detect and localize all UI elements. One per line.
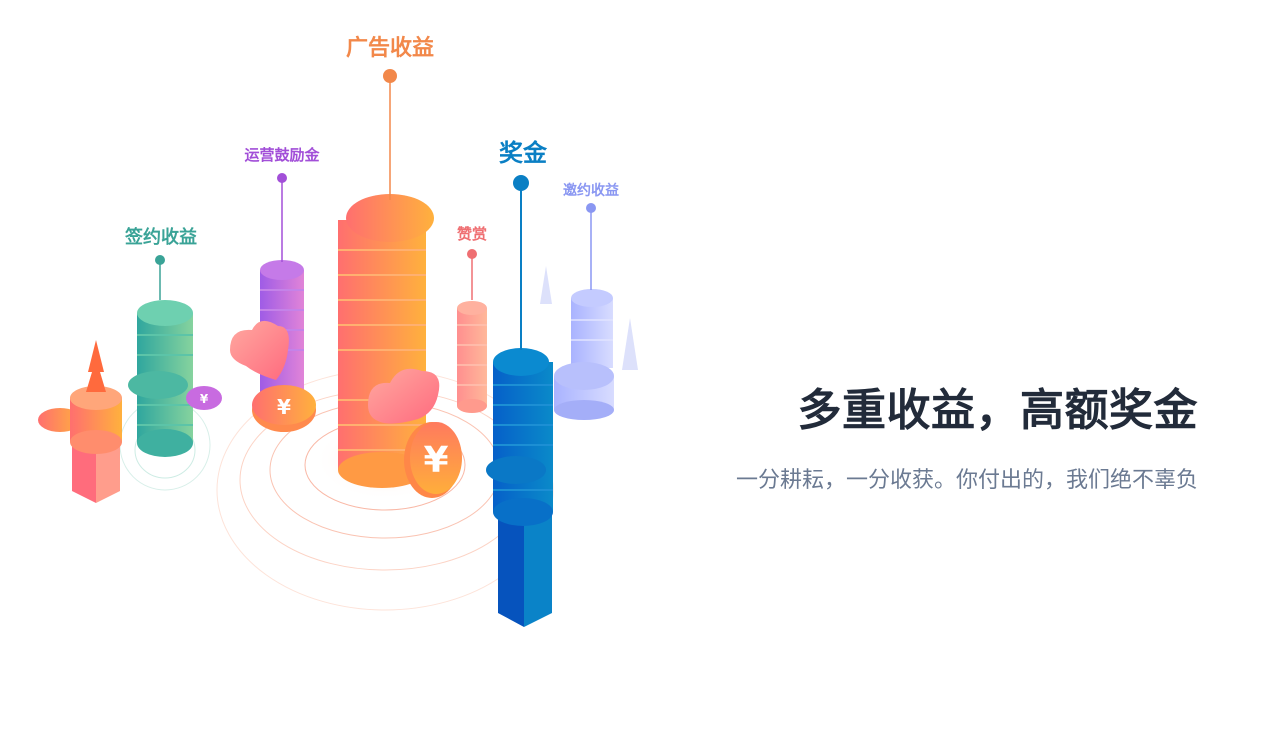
invite-revenue-stack [540, 203, 638, 420]
cloud-icon [230, 320, 289, 380]
left-tower [38, 340, 122, 503]
label-contract-revenue: 签约收益 [125, 227, 197, 248]
label-invite-revenue: 邀约收益 [563, 183, 619, 199]
subheadline: 一分耕耘，一分收获。你付出的，我们绝不辜负 [735, 468, 1198, 493]
revenue-illustration: ¥ ¥ [38, 36, 638, 627]
label-bonus: 奖金 [499, 139, 547, 167]
yen-coin-icon: ¥ [404, 422, 462, 498]
tips-stack [457, 249, 487, 413]
svg-text:¥: ¥ [277, 395, 291, 419]
label-ad-revenue: 广告收益 [345, 36, 435, 61]
label-operation-incentive: 运营鼓励金 [244, 146, 320, 164]
bonus-stack [486, 175, 553, 627]
yen-coin-icon: ¥ [252, 385, 316, 432]
svg-text:¥: ¥ [200, 392, 209, 406]
svg-text:¥: ¥ [423, 440, 448, 481]
cloud-icon [368, 368, 440, 424]
operation-incentive-stack: ¥ [230, 173, 316, 432]
flame-tree-icon [86, 340, 106, 392]
coin-stacks-graphic: ¥ ¥ [38, 69, 638, 627]
yen-coin-icon: ¥ [186, 386, 222, 410]
tree-icon [540, 266, 638, 370]
contract-revenue-stack: ¥ [128, 255, 222, 457]
headline: 多重收益，高额奖金 [797, 385, 1198, 436]
ad-revenue-stack: ¥ [338, 69, 462, 498]
label-tips: 赞赏 [456, 225, 488, 243]
